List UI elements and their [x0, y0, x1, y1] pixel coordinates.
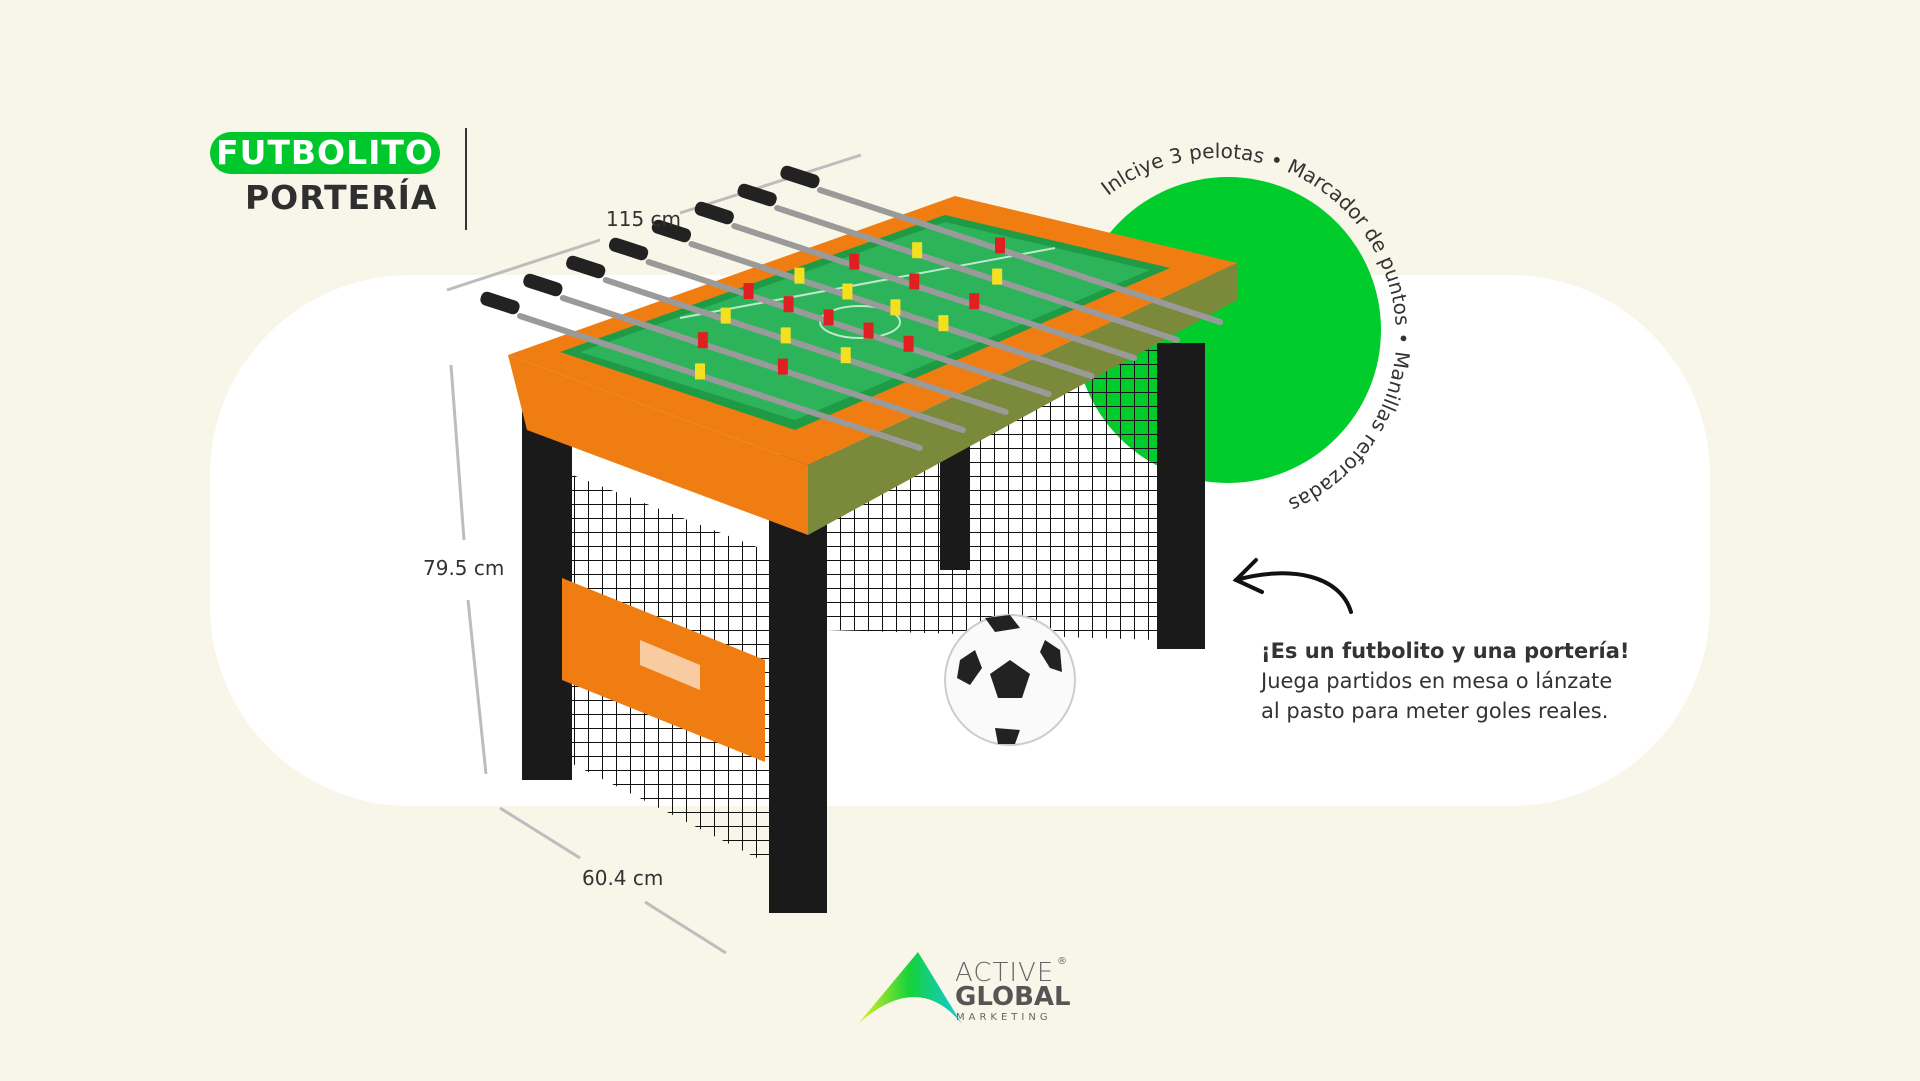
rod [559, 295, 966, 433]
player-figure [938, 315, 949, 332]
rod [517, 313, 923, 451]
rod [774, 205, 1181, 343]
player-figure [780, 327, 791, 344]
subtitle: PORTERÍA [245, 178, 438, 217]
height-dimension: 79.5 cm [423, 556, 505, 580]
player-figure [794, 267, 805, 284]
company-logo: ACTIVE ® GLOBAL MARKETING [855, 950, 1071, 1030]
player-figure [697, 332, 708, 349]
rod [817, 187, 1223, 325]
description-headline: ¡Es un futbolito y una portería! [1261, 639, 1630, 663]
foosball-table [480, 165, 1237, 913]
title-badge: FUTBOLITO [210, 132, 440, 174]
player-figure [995, 237, 1005, 254]
arrow-icon [1232, 558, 1353, 614]
rod-handle [737, 183, 777, 207]
logo-mark-icon [858, 952, 962, 1024]
rod-handle [694, 201, 734, 225]
soccer-ball [944, 614, 1076, 746]
player-figure [783, 296, 794, 313]
divider [465, 128, 467, 230]
logo-line-2: GLOBAL [955, 982, 1071, 1012]
logo-registered: ® [1057, 956, 1067, 967]
description: ¡Es un futbolito y una portería! Juega p… [1261, 636, 1629, 726]
player-figure [863, 322, 874, 339]
rod-handle [780, 165, 820, 189]
player-figure [743, 283, 754, 299]
rod-handle [523, 273, 563, 297]
rod-handle [480, 291, 520, 315]
rod [731, 223, 1138, 361]
player-figure [777, 358, 788, 375]
rod [645, 259, 1052, 397]
rod-handle [651, 219, 692, 243]
rod-handle [608, 237, 649, 261]
player-figure [969, 293, 980, 310]
player-figure [890, 299, 901, 316]
depth-dimension: 60.4 cm [582, 866, 664, 890]
logo-line-1: ACTIVE [955, 958, 1055, 988]
player-figure [823, 309, 834, 326]
dimension-lines [446, 153, 862, 955]
logo-line-3: MARKETING [956, 1012, 1052, 1023]
rod [602, 277, 1009, 415]
player-figure [720, 307, 731, 324]
description-line-1: Juega partidos en mesa o lánzate [1261, 669, 1613, 693]
player-figure [840, 347, 851, 364]
player-figure [849, 253, 860, 270]
width-dimension: 115 cm [606, 207, 682, 231]
player-figure [992, 268, 1003, 285]
player-figure [842, 283, 853, 300]
player-figure [912, 242, 923, 259]
rod-handle [566, 255, 606, 279]
player-figure [695, 363, 705, 380]
player-figure [909, 273, 920, 290]
description-line-2: al pasto para meter goles reales. [1261, 699, 1609, 723]
player-figure [903, 335, 914, 352]
